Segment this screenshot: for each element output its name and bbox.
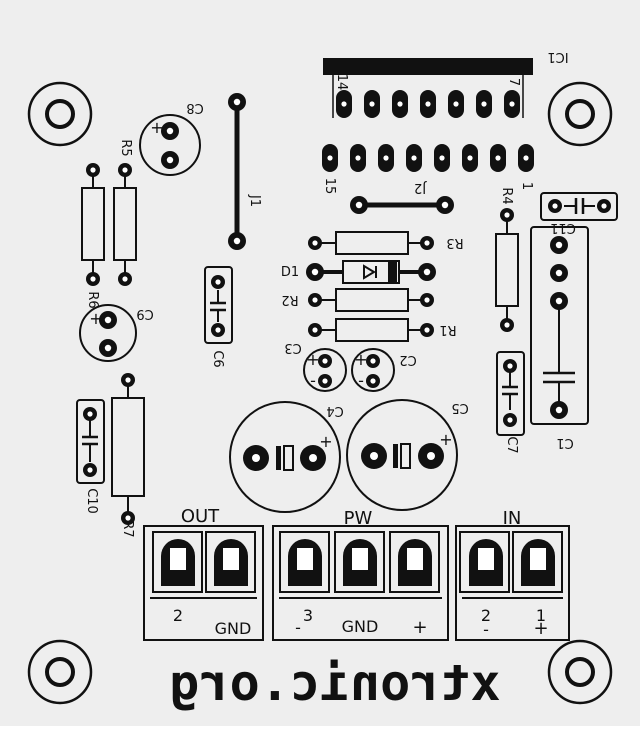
connector-pw-title: PW <box>344 508 373 529</box>
ic1-label: IC1 <box>547 49 568 64</box>
ic1-pin-1-label: 1 <box>519 182 534 190</box>
resistor-r2 <box>308 288 434 312</box>
capacitor-c8 <box>139 114 201 176</box>
connector-in-pin-minus: - <box>483 620 489 639</box>
capacitor-c11 <box>540 192 618 221</box>
r3-label: R3 <box>446 235 463 250</box>
r1-label: R1 <box>439 322 456 337</box>
resistor-r7 <box>111 373 145 525</box>
mounting-hole-top-right <box>547 81 613 147</box>
c2-label: C2 <box>399 352 416 367</box>
connector-in-pin-2: 2 <box>481 606 491 625</box>
c5-plus-label: + <box>439 430 452 449</box>
website-label: xtronic.org <box>169 654 500 712</box>
capacitor-c2 <box>351 348 395 392</box>
resistor-r4 <box>495 208 519 332</box>
capacitor-c6 <box>204 266 233 344</box>
capacitor-c3 <box>303 348 347 392</box>
c3-label: C3 <box>284 340 301 355</box>
connector-pw-pin-minus: - <box>295 618 301 637</box>
connector-in-title: IN <box>503 508 522 529</box>
c5-label: C5 <box>451 400 468 415</box>
c2-plus-label: + <box>354 350 367 369</box>
r5-label: R5 <box>118 139 133 156</box>
jumper-j2 <box>350 196 454 214</box>
mounting-hole-bottom-right <box>547 639 613 705</box>
r2-label: R2 <box>281 292 298 307</box>
mounting-hole-bottom-left <box>27 639 93 705</box>
c9-label: C9 <box>136 306 153 321</box>
capacitor-c10 <box>76 399 105 484</box>
c7-label: C7 <box>504 436 519 453</box>
connector-pw <box>272 525 449 641</box>
d1-label: D1 <box>281 265 299 280</box>
capacitor-c4 <box>229 401 341 513</box>
diode-d1 <box>306 260 436 284</box>
ic1 <box>322 58 534 172</box>
c8-label: C8 <box>186 100 203 115</box>
connector-out <box>143 525 264 641</box>
c2-minus-label: - <box>358 371 364 390</box>
resistor-r6 <box>113 163 137 286</box>
capacitor-c9 <box>79 304 137 362</box>
ic1-pin-15-label: 15 <box>322 178 337 195</box>
resistor-r5 <box>81 163 105 286</box>
jumper-j1 <box>228 93 246 250</box>
c3-minus-label: - <box>310 371 316 390</box>
c4-plus-label: + <box>319 432 332 451</box>
mounting-hole-top-left <box>27 81 93 147</box>
r7-label: R7 <box>120 520 135 537</box>
c3-plus-label: + <box>306 350 319 369</box>
connector-out-pin-gnd: GND <box>215 619 252 638</box>
j2-label: J2 <box>414 180 427 195</box>
connector-pw-pin-plus: + <box>412 617 427 638</box>
c9-plus-label: + <box>89 309 102 328</box>
c6-label: C6 <box>210 350 225 367</box>
c8-plus-label: + <box>150 118 163 137</box>
connector-in-pin-plus: + <box>533 618 548 639</box>
j1-label: J1 <box>247 194 262 207</box>
ic1-pin-14-label: 14 <box>334 74 349 91</box>
connector-pw-pin-3: 3 <box>303 606 313 625</box>
c4-label: C4 <box>326 403 343 418</box>
connector-out-title: OUT <box>181 506 220 527</box>
resistor-r1 <box>308 318 434 342</box>
c10-label: C10 <box>84 488 99 514</box>
r4-label: R4 <box>499 187 514 204</box>
c1-label: C1 <box>556 435 573 450</box>
ic1-pin-7-label: 7 <box>506 78 521 86</box>
resistor-r3 <box>308 231 434 255</box>
capacitor-c7 <box>496 351 525 436</box>
capacitor-c1 <box>530 226 589 425</box>
connector-in <box>455 525 570 641</box>
r6-label: R6 <box>85 291 100 308</box>
capacitor-c5 <box>346 399 458 511</box>
connector-pw-pin-gnd: GND <box>342 617 379 636</box>
connector-out-pin-2: 2 <box>173 606 183 625</box>
connector-in-pin-1: 1 <box>536 606 546 625</box>
